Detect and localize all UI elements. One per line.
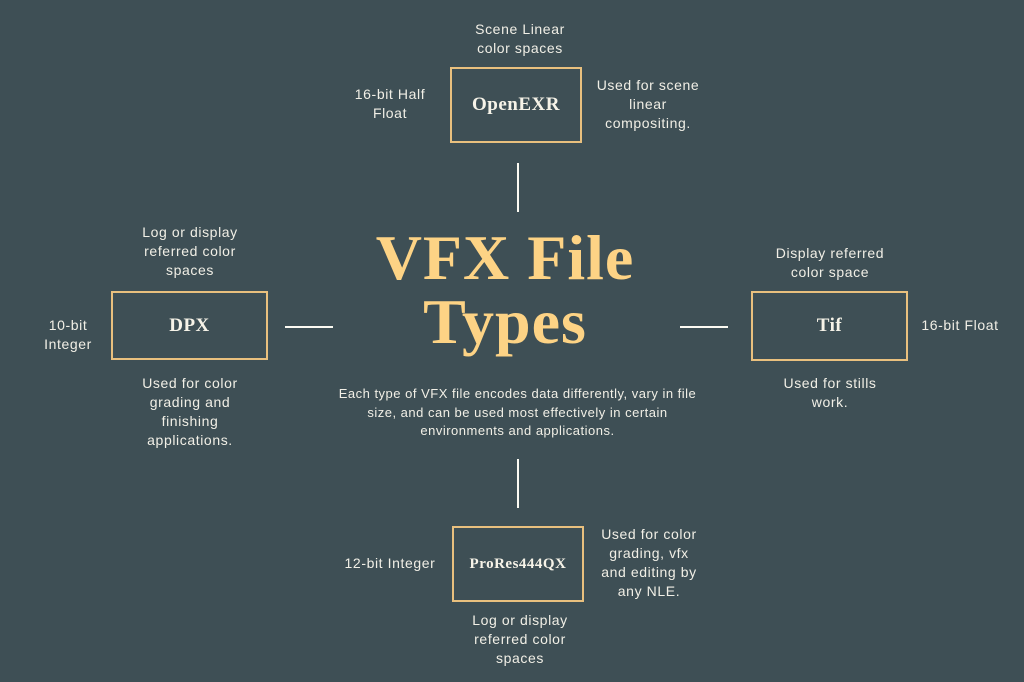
dpx-label: DPX bbox=[169, 314, 210, 336]
page-title: VFX File Types bbox=[340, 226, 670, 354]
dpx-box: DPX bbox=[111, 291, 268, 360]
prores-bit-depth: 12-bit Integer bbox=[344, 555, 436, 571]
dpx-usage: Used for color grading and finishing app… bbox=[142, 375, 238, 448]
prores-usage: Used for color grading, vfx and editing … bbox=[601, 526, 697, 599]
dpx-color-space: Log or display referred color spaces bbox=[142, 224, 238, 278]
connector-left bbox=[285, 326, 333, 328]
openexr-label: OpenEXR bbox=[472, 94, 560, 115]
prores-color-space: Log or display referred color spaces bbox=[472, 612, 568, 666]
tif-label: Tif bbox=[816, 315, 843, 336]
title-line-2: Types bbox=[423, 286, 587, 357]
connector-bottom bbox=[517, 459, 519, 508]
connector-right bbox=[680, 326, 728, 328]
subtitle-description: Each type of VFX file encodes data diffe… bbox=[338, 386, 697, 438]
tif-box: Tif bbox=[751, 291, 908, 361]
dpx-bit-depth: 10-bit Integer bbox=[44, 317, 92, 352]
tif-usage: Used for stills work. bbox=[783, 375, 877, 410]
prores-box: ProRes444QX bbox=[452, 526, 584, 602]
openexr-bit-depth: 16-bit Half Float bbox=[354, 86, 426, 121]
tif-color-space: Display referred color space bbox=[775, 245, 885, 280]
tif-bit-depth: 16-bit Float bbox=[921, 317, 999, 333]
prores-label: ProRes444QX bbox=[469, 555, 567, 572]
openexr-box: OpenEXR bbox=[450, 67, 582, 143]
connector-top bbox=[517, 163, 519, 212]
openexr-usage: Used for scene linear compositing. bbox=[596, 77, 700, 131]
title-line-1: VFX File bbox=[375, 222, 635, 293]
openexr-color-space: Scene Linear color spaces bbox=[475, 21, 565, 56]
